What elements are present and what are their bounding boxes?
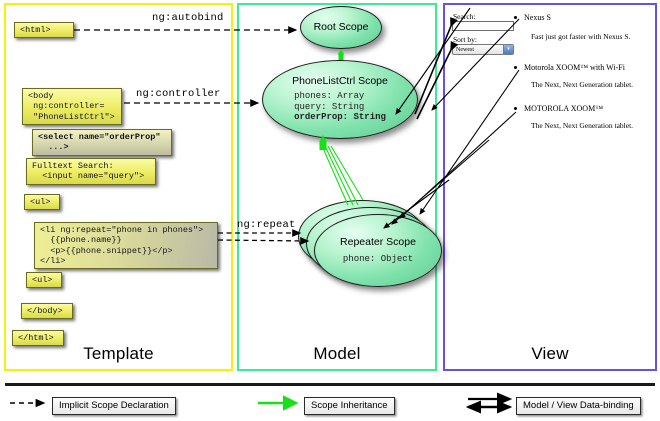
panel-view-label: View	[531, 344, 569, 363]
connector-label-ng-repeat: ng:repeat	[237, 219, 296, 231]
sort-by-select[interactable]: Newest ▾	[452, 44, 514, 55]
prop-orderprop: orderProp: String	[294, 112, 386, 123]
bullet-icon	[514, 16, 517, 19]
panel-model: Model	[237, 3, 437, 371]
code-li-repeat: <li ng:repeat="phone in phones"> {{phone…	[34, 222, 218, 270]
scope-root-title: Root Scope	[313, 20, 369, 33]
panel-model-label: Model	[313, 344, 361, 363]
panel-template-label: Template	[83, 344, 154, 363]
phone-list-item-name: MOTOROLA XOOM™	[514, 104, 604, 113]
phone-list-item-snippet: The Next, Next Generation tablet.	[531, 121, 634, 130]
bullet-icon	[514, 66, 517, 69]
connector-label-ng-controller: ng:controller	[136, 88, 221, 100]
legend-item-model-view-databinding: Model / View Data-binding	[516, 397, 641, 415]
chevron-down-icon: ▾	[503, 45, 513, 54]
legend-item-implicit-scope-declaration: Implicit Scope Declaration	[52, 397, 176, 415]
sort-by-label: Sort by:	[453, 35, 477, 44]
code-body-open: <body ng:controller= "PhoneListCtrl">	[22, 88, 122, 126]
phone-list-item-snippet: Fast just got faster with Nexus S.	[531, 32, 631, 41]
sort-by-selected-value: Newest	[456, 46, 474, 53]
bullet-icon	[514, 107, 517, 110]
phone-list-item-name: Nexus S	[514, 13, 551, 22]
legend-line-double-icon	[465, 392, 513, 414]
scope-repeater: Repeater Scope phone: Object	[314, 214, 442, 287]
code-select: <select name="orderProp" ...>	[32, 129, 172, 156]
code-body-close: </body>	[21, 303, 73, 320]
connector-label-ng-autobind: ng:autobind	[152, 12, 224, 24]
code-ul-close: <ul>	[26, 272, 62, 289]
phone-list-item-name: Motorola XOOM™ with Wi-Fi	[514, 63, 625, 72]
code-search: Fulltext Search: <input name="query">	[26, 158, 156, 185]
legend-divider	[5, 383, 655, 386]
legend: Implicit Scope Declaration Scope Inherit…	[0, 381, 660, 421]
search-label: Search:	[453, 12, 476, 21]
code-html-open: <html>	[14, 22, 74, 39]
phone-name-text: Motorola XOOM™ with Wi-Fi	[524, 63, 625, 72]
phone-list-item-snippet: The Next, Next Generation tablet.	[531, 80, 634, 89]
prop-phones: phones: Array	[294, 90, 365, 101]
phone-name-text: Nexus S	[524, 13, 551, 22]
code-ul-open: <ul>	[24, 194, 60, 211]
legend-item-scope-inheritance: Scope Inheritance	[304, 397, 395, 415]
scope-phonelistctrl-props: phones: Array query: String orderProp: S…	[294, 91, 386, 123]
prop-query: query: String	[294, 101, 365, 112]
scope-repeater-title: Repeater Scope	[340, 235, 416, 248]
search-input[interactable]	[452, 21, 514, 31]
phone-name-text: MOTOROLA XOOM™	[524, 104, 604, 113]
scope-phonelistctrl-title: PhoneListCtrl Scope	[292, 75, 388, 88]
panel-view: View	[443, 3, 657, 371]
prop-phone: phone: Object	[342, 253, 414, 264]
scope-phonelistctrl: PhoneListCtrl Scope phones: Array query:…	[262, 60, 418, 139]
scope-repeater-props: phone: Object	[343, 254, 413, 265]
scope-root: Root Scope	[300, 6, 382, 49]
code-html-close: </html>	[12, 330, 64, 347]
